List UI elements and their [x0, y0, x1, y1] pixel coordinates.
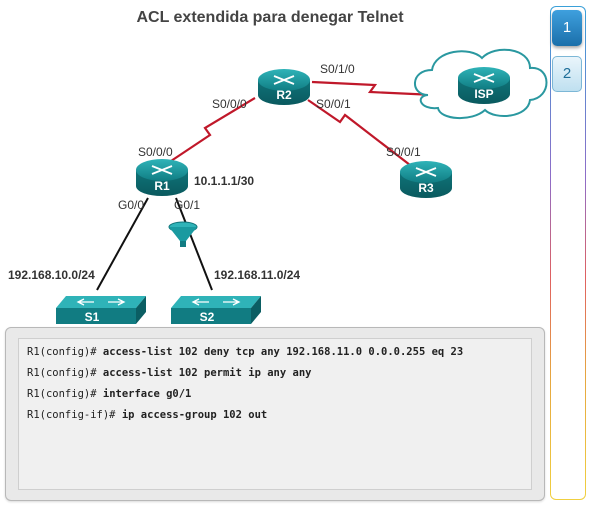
link-r1-s1	[96, 197, 149, 291]
lan2-label: 192.168.11.0/24	[214, 268, 301, 282]
router-r3-icon	[400, 161, 452, 198]
cli-prompt: R1(config)#	[27, 388, 97, 400]
step-1-button[interactable]: 1	[552, 10, 582, 46]
r2-label: R2	[276, 88, 292, 102]
r2-s010-label: S0/1/0	[320, 62, 355, 76]
lan1-label: 192.168.10.0/24	[8, 268, 95, 282]
cli-line: R1(config)# interface g0/1	[27, 388, 191, 400]
r2-s001-label: S0/0/1	[316, 97, 351, 111]
s2-label: S2	[199, 310, 215, 324]
router-r1-icon	[136, 159, 188, 196]
r1-g01-label: G0/1	[174, 198, 201, 212]
r3-label: R3	[418, 181, 434, 195]
cli-prompt: R1(config)#	[27, 346, 97, 358]
cli-line: R1(config)# access-list 102 deny tcp any…	[27, 346, 463, 358]
link-r2-r3	[307, 99, 411, 166]
switch-s1-icon	[56, 296, 146, 324]
r1-ip-label: 10.1.1.1/30	[194, 174, 255, 188]
isp-label: ISP	[474, 87, 494, 101]
router-isp-icon	[458, 67, 510, 104]
cli-command: interface g0/1	[102, 388, 192, 400]
r2-s000-label: S0/0/0	[212, 97, 247, 111]
r1-label: R1	[154, 179, 170, 193]
cli-command: access-list 102 permit ip any any	[102, 367, 312, 379]
cli-command: access-list 102 deny tcp any 192.168.11.…	[102, 346, 464, 358]
diagram-title: ACL extendida para denegar Telnet	[136, 9, 404, 26]
cli-command: ip access-group 102 out	[121, 409, 268, 421]
r1-g00-label: G0/0	[118, 198, 145, 212]
cli-line: R1(config)# access-list 102 permit ip an…	[27, 367, 312, 379]
router-r2-icon	[258, 69, 310, 105]
cli-line: R1(config-if)# ip access-group 102 out	[27, 409, 267, 421]
cli-prompt: R1(config)#	[27, 367, 97, 379]
switch-s2-icon	[171, 296, 261, 324]
s1-label: S1	[84, 310, 100, 324]
link-r1-r2	[167, 97, 256, 164]
cli-console: R1(config)# access-list 102 deny tcp any…	[18, 338, 532, 490]
r3-s001-label: S0/0/1	[386, 145, 421, 159]
link-r1-s2	[175, 197, 213, 291]
r1-s000-label: S0/0/0	[138, 145, 173, 159]
cli-prompt: R1(config-if)#	[27, 409, 116, 421]
step-2-button[interactable]: 2	[552, 56, 582, 92]
acl-filter-icon	[168, 221, 198, 247]
cli-panel: R1(config)# access-list 102 deny tcp any…	[5, 327, 545, 501]
link-r2-isp	[311, 80, 436, 97]
